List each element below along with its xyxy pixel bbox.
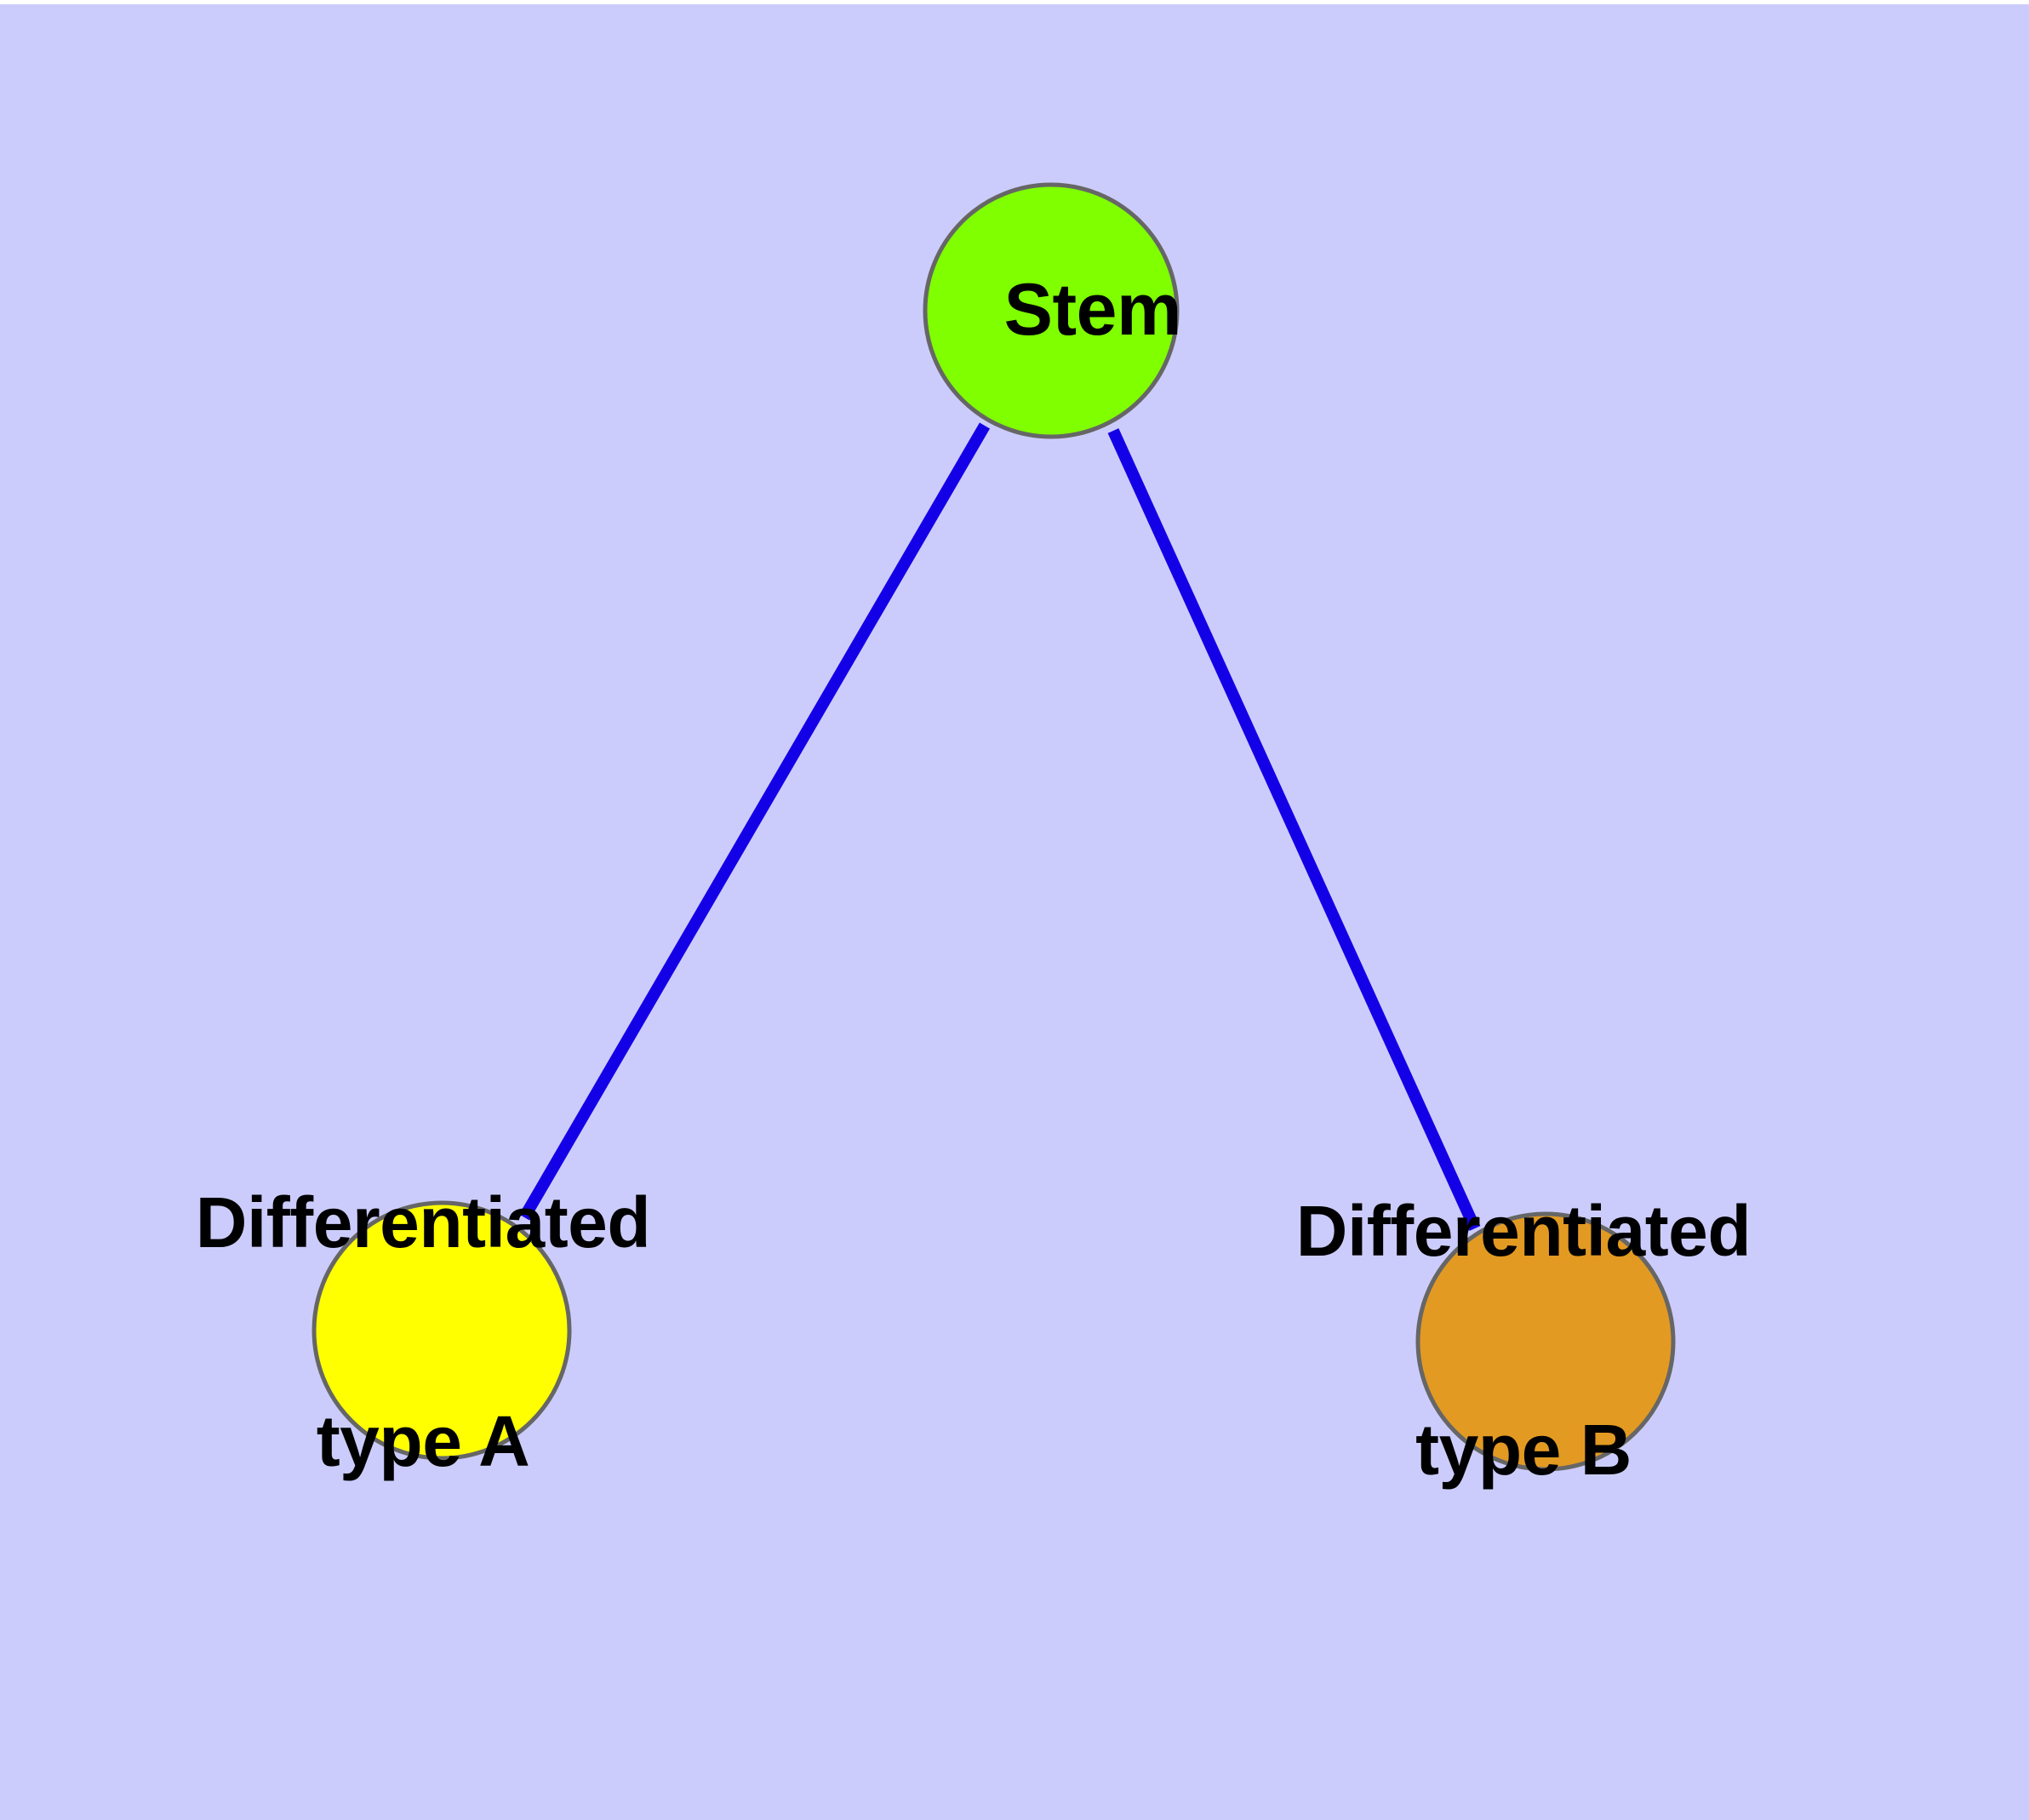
node-differentiated-type-a[interactable] xyxy=(311,1200,572,1461)
edge-stem-to-diff-a[interactable] xyxy=(518,422,991,1221)
node-layer xyxy=(311,182,1676,1472)
node-differentiated-type-b[interactable] xyxy=(1415,1211,1676,1472)
edge-stem-to-diff-b[interactable] xyxy=(1107,428,1481,1231)
node-stem[interactable] xyxy=(923,182,1180,439)
edge-layer xyxy=(518,422,1481,1231)
